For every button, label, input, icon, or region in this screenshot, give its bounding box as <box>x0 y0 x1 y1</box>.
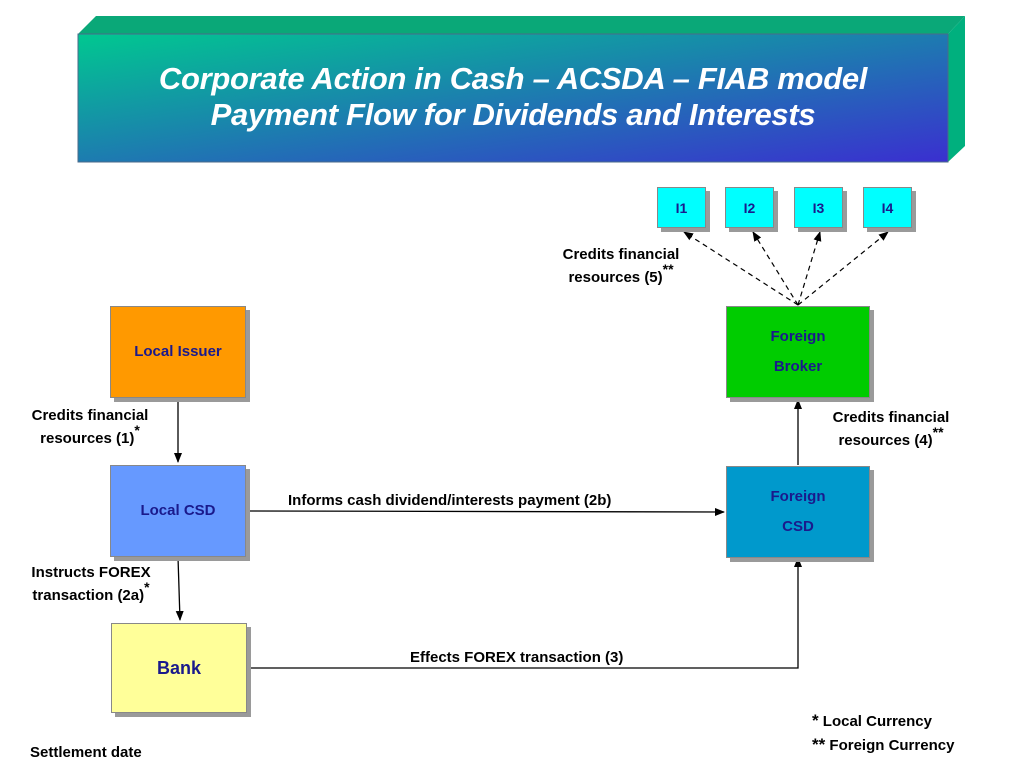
investor-box-i1: I1 <box>657 187 706 228</box>
foreign-csd-label-1: Foreign <box>770 488 826 505</box>
label-step-1: Credits financial resources (1)* <box>20 404 160 450</box>
arrow-broker-to-i2 <box>752 231 799 306</box>
bank-box: Bank <box>111 623 247 713</box>
arrow-bank-to-foreign-csd <box>250 557 802 669</box>
banner-face <box>77 33 949 163</box>
banner-bevel-top <box>78 16 965 34</box>
foreign-broker-label-2: Broker <box>773 358 823 375</box>
step-1-line-2: resources (1) <box>40 430 135 447</box>
step-2a-line-2: transaction (2a) <box>32 587 145 604</box>
step-4-line-2: resources (4) <box>838 432 933 449</box>
investor-box-i4: I4 <box>863 187 912 228</box>
legend: * Local Currency ** Foreign Currency <box>812 709 954 757</box>
step-5-line-2: resources (5) <box>568 269 663 286</box>
step-2a-line-1: Instructs FOREX <box>31 564 151 581</box>
arrow-csd-to-bank <box>175 556 184 621</box>
title-line-2: Payment Flow for Dividends and Interests <box>210 97 816 132</box>
page-title: Corporate Action in Cash – ACSDA – FIAB … <box>78 34 948 160</box>
arrow-broker-to-i3 <box>797 231 822 306</box>
settlement-date-label: Settlement date <box>30 744 142 761</box>
local-csd-label: Local CSD <box>140 502 216 519</box>
label-step-4: Credits financial resources (4)** <box>818 406 964 452</box>
arrow-broker-to-i1 <box>683 231 799 306</box>
local-issuer-box: Local Issuer <box>110 306 246 398</box>
banner-bevel-right <box>948 16 965 162</box>
title-banner: Corporate Action in Cash – ACSDA – FIAB … <box>0 0 1024 170</box>
arrow-local-csd-to-foreign-csd <box>247 507 725 516</box>
foreign-csd-label-2: CSD <box>782 518 814 535</box>
label-step-3: Effects FOREX transaction (3) <box>410 649 624 666</box>
label-step-2a: Instructs FOREX transaction (2a)* <box>18 561 164 607</box>
title-line-1: Corporate Action in Cash – ACSDA – FIAB … <box>158 61 868 96</box>
legend-local-text: Local Currency <box>818 713 932 730</box>
step-1-currency-mark: * <box>134 422 140 438</box>
legend-foreign-mark: ** <box>812 735 826 754</box>
step-4-currency-mark: ** <box>932 424 944 440</box>
foreign-broker-box: Foreign Broker <box>726 306 870 398</box>
label-step-5: Credits financial resources (5)** <box>548 243 694 289</box>
bank-label: Bank <box>156 658 201 678</box>
foreign-csd-box: Foreign CSD <box>726 466 870 558</box>
investor-box-i3: I3 <box>794 187 843 228</box>
foreign-broker-label-1: Foreign <box>770 328 826 345</box>
step-2a-currency-mark: * <box>144 579 150 595</box>
label-step-2b: Informs cash dividend/interests payment … <box>288 492 612 509</box>
arrow-broker-to-i4 <box>797 231 889 306</box>
legend-local-mark: * <box>812 711 819 730</box>
step-1-line-1: Credits financial <box>31 407 149 424</box>
legend-foreign-currency: ** Foreign Currency <box>812 733 954 757</box>
step-5-line-1: Credits financial <box>562 246 680 263</box>
legend-foreign-text: Foreign Currency <box>825 737 955 754</box>
local-issuer-label: Local Issuer <box>134 343 222 360</box>
banner-shape <box>77 16 965 163</box>
legend-local-currency: * Local Currency <box>812 709 954 733</box>
step-5-currency-mark: ** <box>662 261 674 277</box>
local-csd-box: Local CSD <box>110 465 246 557</box>
investor-box-i2: I2 <box>725 187 774 228</box>
step-4-line-1: Credits financial <box>832 409 950 426</box>
